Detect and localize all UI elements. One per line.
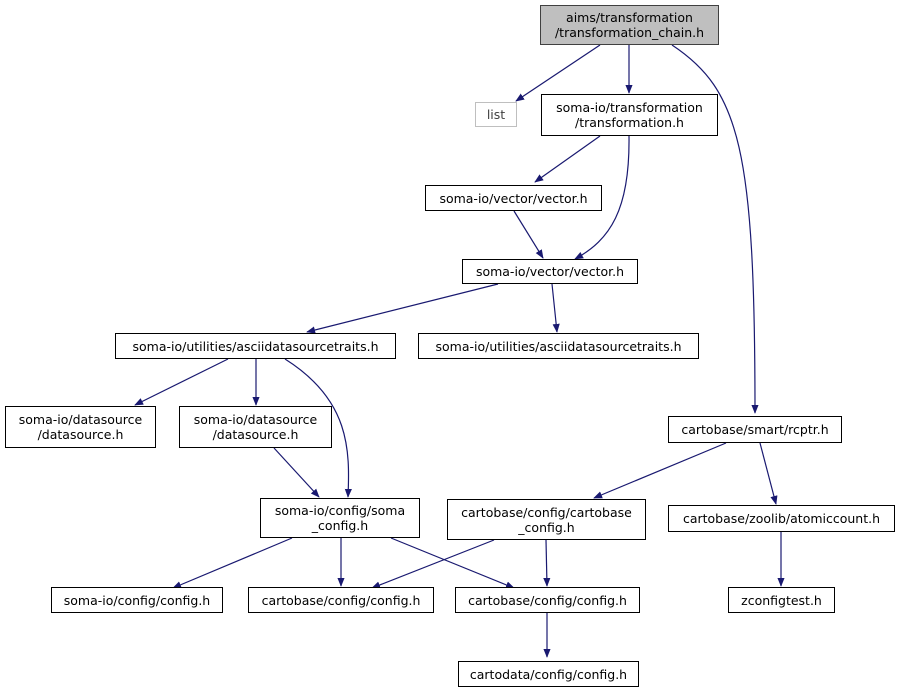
edge-transformation-vector-b <box>574 135 630 260</box>
node-soma-io-config-h: soma-io/config/config.h <box>51 587 223 613</box>
node-soma-io-vector-h-second: soma-io/vector/vector.h <box>462 259 638 284</box>
node-cartobase-config-h-first: cartobase/config/config.h <box>248 587 434 613</box>
edge-root-rcptr <box>671 44 759 414</box>
node-soma-io-transformation-h: soma-io/transformation /transformation.h <box>541 94 718 136</box>
edge-cartobase-cb-config-cartobase-config-a <box>371 539 495 589</box>
edge-root-list <box>515 44 601 102</box>
node-asciidatasourcetraits-h-first: soma-io/utilities/asciidatasourcetraits.… <box>115 333 396 359</box>
node-soma-io-datasource-h-second: soma-io/datasource /datasource.h <box>179 406 332 448</box>
edge-soma-config-cartobase-config-b <box>390 537 515 589</box>
node-cartobase-config-h-second: cartobase/config/config.h <box>455 587 640 613</box>
node-soma-io-datasource-h-first: soma-io/datasource /datasource.h <box>5 406 156 448</box>
node-transformation-chain-h: aims/transformation /transformation_chai… <box>540 5 719 45</box>
node-cartodata-config-h: cartodata/config/config.h <box>458 661 639 687</box>
node-soma-io-vector-h-first: soma-io/vector/vector.h <box>425 185 602 211</box>
edge-vector-a-vector-b <box>513 210 544 259</box>
edge-cartobase-cb-config-cartobase-config-b <box>543 539 551 587</box>
node-zconfigtest-h: zconfigtest.h <box>728 587 835 613</box>
edge-datasource-b-soma-config <box>273 447 320 498</box>
node-cartobase-rcptr-h: cartobase/smart/rcptr.h <box>668 416 842 443</box>
edge-transformation-vector-a <box>534 135 601 183</box>
node-asciidatasourcetraits-h-second: soma-io/utilities/asciidatasourcetraits.… <box>418 333 699 359</box>
edge-vector-b-adtraits-a <box>306 283 499 334</box>
edge-rcptr-atomiccount <box>759 442 778 505</box>
edge-vector-b-adtraits-b <box>551 283 560 333</box>
node-cartobase-config-h-header: cartobase/config/cartobase _config.h <box>447 499 646 540</box>
edge-adtraits-a-soma-config <box>284 358 352 498</box>
node-atomiccount-h: cartobase/zoolib/atomiccount.h <box>668 505 895 532</box>
edge-rcptr-cartobase-cb-config <box>593 442 727 499</box>
node-soma-config-h: soma-io/config/soma _config.h <box>260 498 420 538</box>
node-list: list <box>475 102 517 127</box>
edge-adtraits-a-datasource-a <box>134 358 229 406</box>
edge-soma-config-somaio-config <box>172 537 293 589</box>
